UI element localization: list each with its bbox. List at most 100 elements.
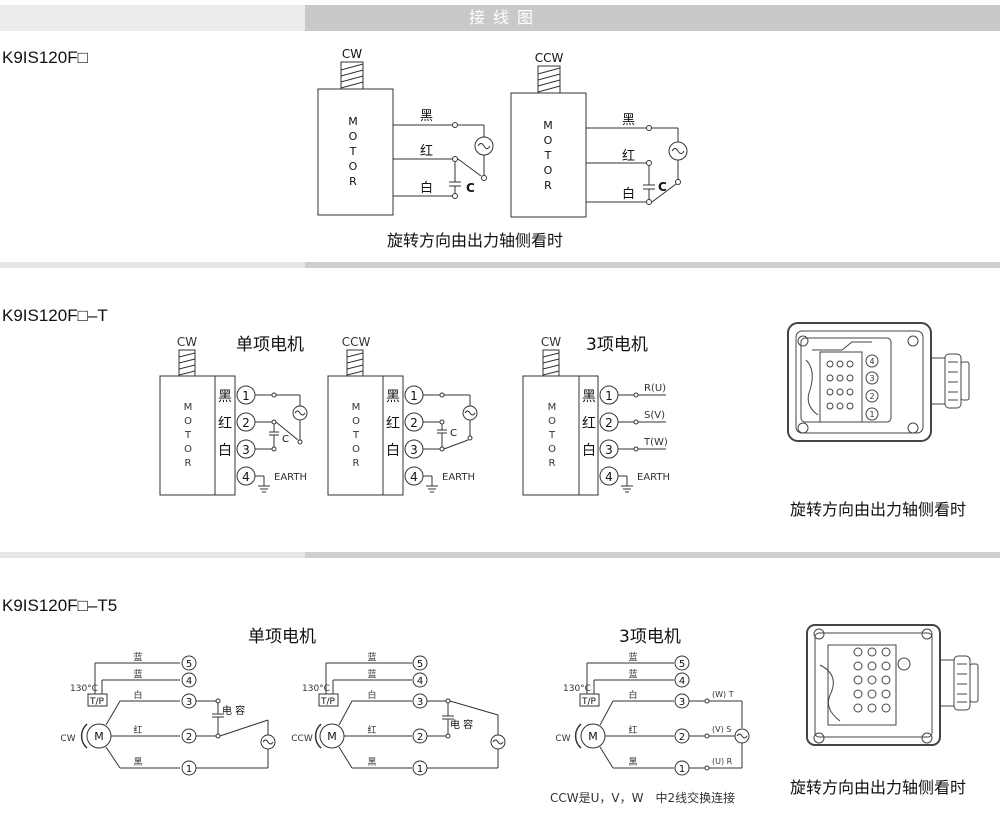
wire-label: 白 xyxy=(420,180,433,196)
section3-ccw-diagram: CCW M 130°C T/P 蓝 蓝 白 红 黑 5 4 3 2 1 电 容 xyxy=(291,651,506,776)
svg-text:O: O xyxy=(184,444,192,455)
wire-label: 红 xyxy=(622,148,635,164)
svg-text:M: M xyxy=(352,402,361,413)
svg-text:CW: CW xyxy=(60,734,75,744)
svg-text:(W) T: (W) T xyxy=(712,690,734,699)
svg-text:白: 白 xyxy=(367,689,376,701)
svg-text:O: O xyxy=(352,444,360,455)
svg-text:2: 2 xyxy=(410,416,418,430)
header-bar-right xyxy=(305,5,1000,31)
svg-text:3: 3 xyxy=(869,374,874,383)
direction-label: CW xyxy=(541,335,561,349)
svg-text:CCW: CCW xyxy=(291,734,313,744)
direction-label: CW xyxy=(177,335,197,349)
terminal-numbers: 1 2 3 4 xyxy=(605,389,613,484)
svg-text:S(V): S(V) xyxy=(644,410,665,421)
three-phase-title: 3项电机 xyxy=(619,627,681,647)
svg-text:5: 5 xyxy=(679,659,685,670)
motor-label: M O T O R xyxy=(348,115,358,188)
svg-text:2: 2 xyxy=(417,732,423,743)
svg-text:白: 白 xyxy=(582,443,596,459)
wire-label: 红 xyxy=(420,143,433,159)
svg-text:黑: 黑 xyxy=(386,389,400,405)
svg-text:R(U): R(U) xyxy=(644,383,666,394)
svg-text:M: M xyxy=(588,730,598,743)
section1-cw-diagram: CW M O T O R 黑 红 白 C xyxy=(317,47,494,216)
svg-text:1: 1 xyxy=(410,389,418,403)
svg-text:R: R xyxy=(544,179,552,192)
svg-text:2: 2 xyxy=(242,416,250,430)
svg-text:EARTH: EARTH xyxy=(274,472,307,483)
direction-label: CW xyxy=(342,47,362,61)
section3-3phase-diagram: CW M 130°C T/P 蓝 蓝 白 红 黑 5 4 3 2 1 xyxy=(550,651,750,805)
three-phase-title: 3项电机 xyxy=(586,335,648,355)
svg-text:白: 白 xyxy=(133,689,142,701)
svg-text:T: T xyxy=(349,145,357,158)
svg-text:黑: 黑 xyxy=(133,757,142,768)
svg-text:O: O xyxy=(349,160,358,173)
svg-text:4: 4 xyxy=(242,470,250,484)
svg-text:4: 4 xyxy=(186,676,192,687)
model-label-2: K9IS120F□–T xyxy=(2,306,108,325)
wire-label: 白 xyxy=(622,186,635,202)
svg-text:O: O xyxy=(352,416,360,427)
svg-text:R: R xyxy=(353,458,360,469)
header-bar-left xyxy=(0,5,305,31)
terminal-numbers: 1 2 3 4 xyxy=(410,389,418,484)
svg-text:2: 2 xyxy=(869,392,874,401)
terminal-box-t5-illustration xyxy=(806,624,979,746)
svg-text:蓝: 蓝 xyxy=(628,651,637,663)
svg-text:(U) R: (U) R xyxy=(712,757,733,766)
svg-text:T/P: T/P xyxy=(581,697,597,707)
svg-text:M: M xyxy=(94,730,104,743)
svg-text:1: 1 xyxy=(679,764,685,775)
svg-text:1: 1 xyxy=(242,389,250,403)
wire-labels: 黑 红 白 xyxy=(582,389,596,459)
svg-text:2: 2 xyxy=(186,732,192,743)
svg-text:蓝: 蓝 xyxy=(133,668,142,680)
svg-text:红: 红 xyxy=(628,724,637,736)
header-bar: 接线图 xyxy=(0,5,1000,31)
single-phase-title: 单项电机 xyxy=(236,335,304,355)
svg-text:白: 白 xyxy=(628,689,637,701)
svg-text:4: 4 xyxy=(605,470,613,484)
svg-text:黑: 黑 xyxy=(367,757,376,768)
svg-text:5: 5 xyxy=(417,659,423,670)
svg-text:130°C: 130°C xyxy=(70,684,98,694)
svg-text:3: 3 xyxy=(605,443,613,457)
header-title: 接线图 xyxy=(468,8,541,27)
ccw-note: CCW是U，V，W 中2线交换连接 xyxy=(550,790,735,805)
svg-text:红: 红 xyxy=(582,416,596,432)
svg-text:4: 4 xyxy=(417,676,423,687)
svg-text:M: M xyxy=(327,730,337,743)
svg-text:(V) S: (V) S xyxy=(712,725,731,734)
direction-label: CCW xyxy=(535,51,564,65)
svg-text:红: 红 xyxy=(218,416,232,432)
svg-text:红: 红 xyxy=(386,416,400,432)
svg-text:EARTH: EARTH xyxy=(637,472,670,483)
svg-text:O: O xyxy=(544,164,553,177)
svg-text:蓝: 蓝 xyxy=(133,651,142,663)
svg-text:O: O xyxy=(544,134,553,147)
single-phase-title: 单项电机 xyxy=(248,627,316,647)
terminal-box-numbers: 4 3 2 1 xyxy=(869,357,874,419)
svg-text:T: T xyxy=(352,430,360,441)
direction-label: CCW xyxy=(342,335,371,349)
svg-text:红: 红 xyxy=(367,724,376,736)
svg-text:M: M xyxy=(543,119,553,132)
svg-text:1: 1 xyxy=(186,764,192,775)
capacitor-label: C xyxy=(658,180,667,194)
svg-text:O: O xyxy=(548,444,556,455)
svg-text:EARTH: EARTH xyxy=(442,472,475,483)
svg-text:电 容: 电 容 xyxy=(222,704,245,717)
svg-text:CW: CW xyxy=(555,734,570,744)
svg-text:M: M xyxy=(548,402,557,413)
svg-text:2: 2 xyxy=(605,416,613,430)
svg-text:红: 红 xyxy=(133,724,142,736)
svg-text:蓝: 蓝 xyxy=(628,668,637,680)
svg-text:130°C: 130°C xyxy=(302,684,330,694)
svg-text:T/P: T/P xyxy=(89,697,105,707)
svg-text:电 容: 电 容 xyxy=(450,718,473,731)
